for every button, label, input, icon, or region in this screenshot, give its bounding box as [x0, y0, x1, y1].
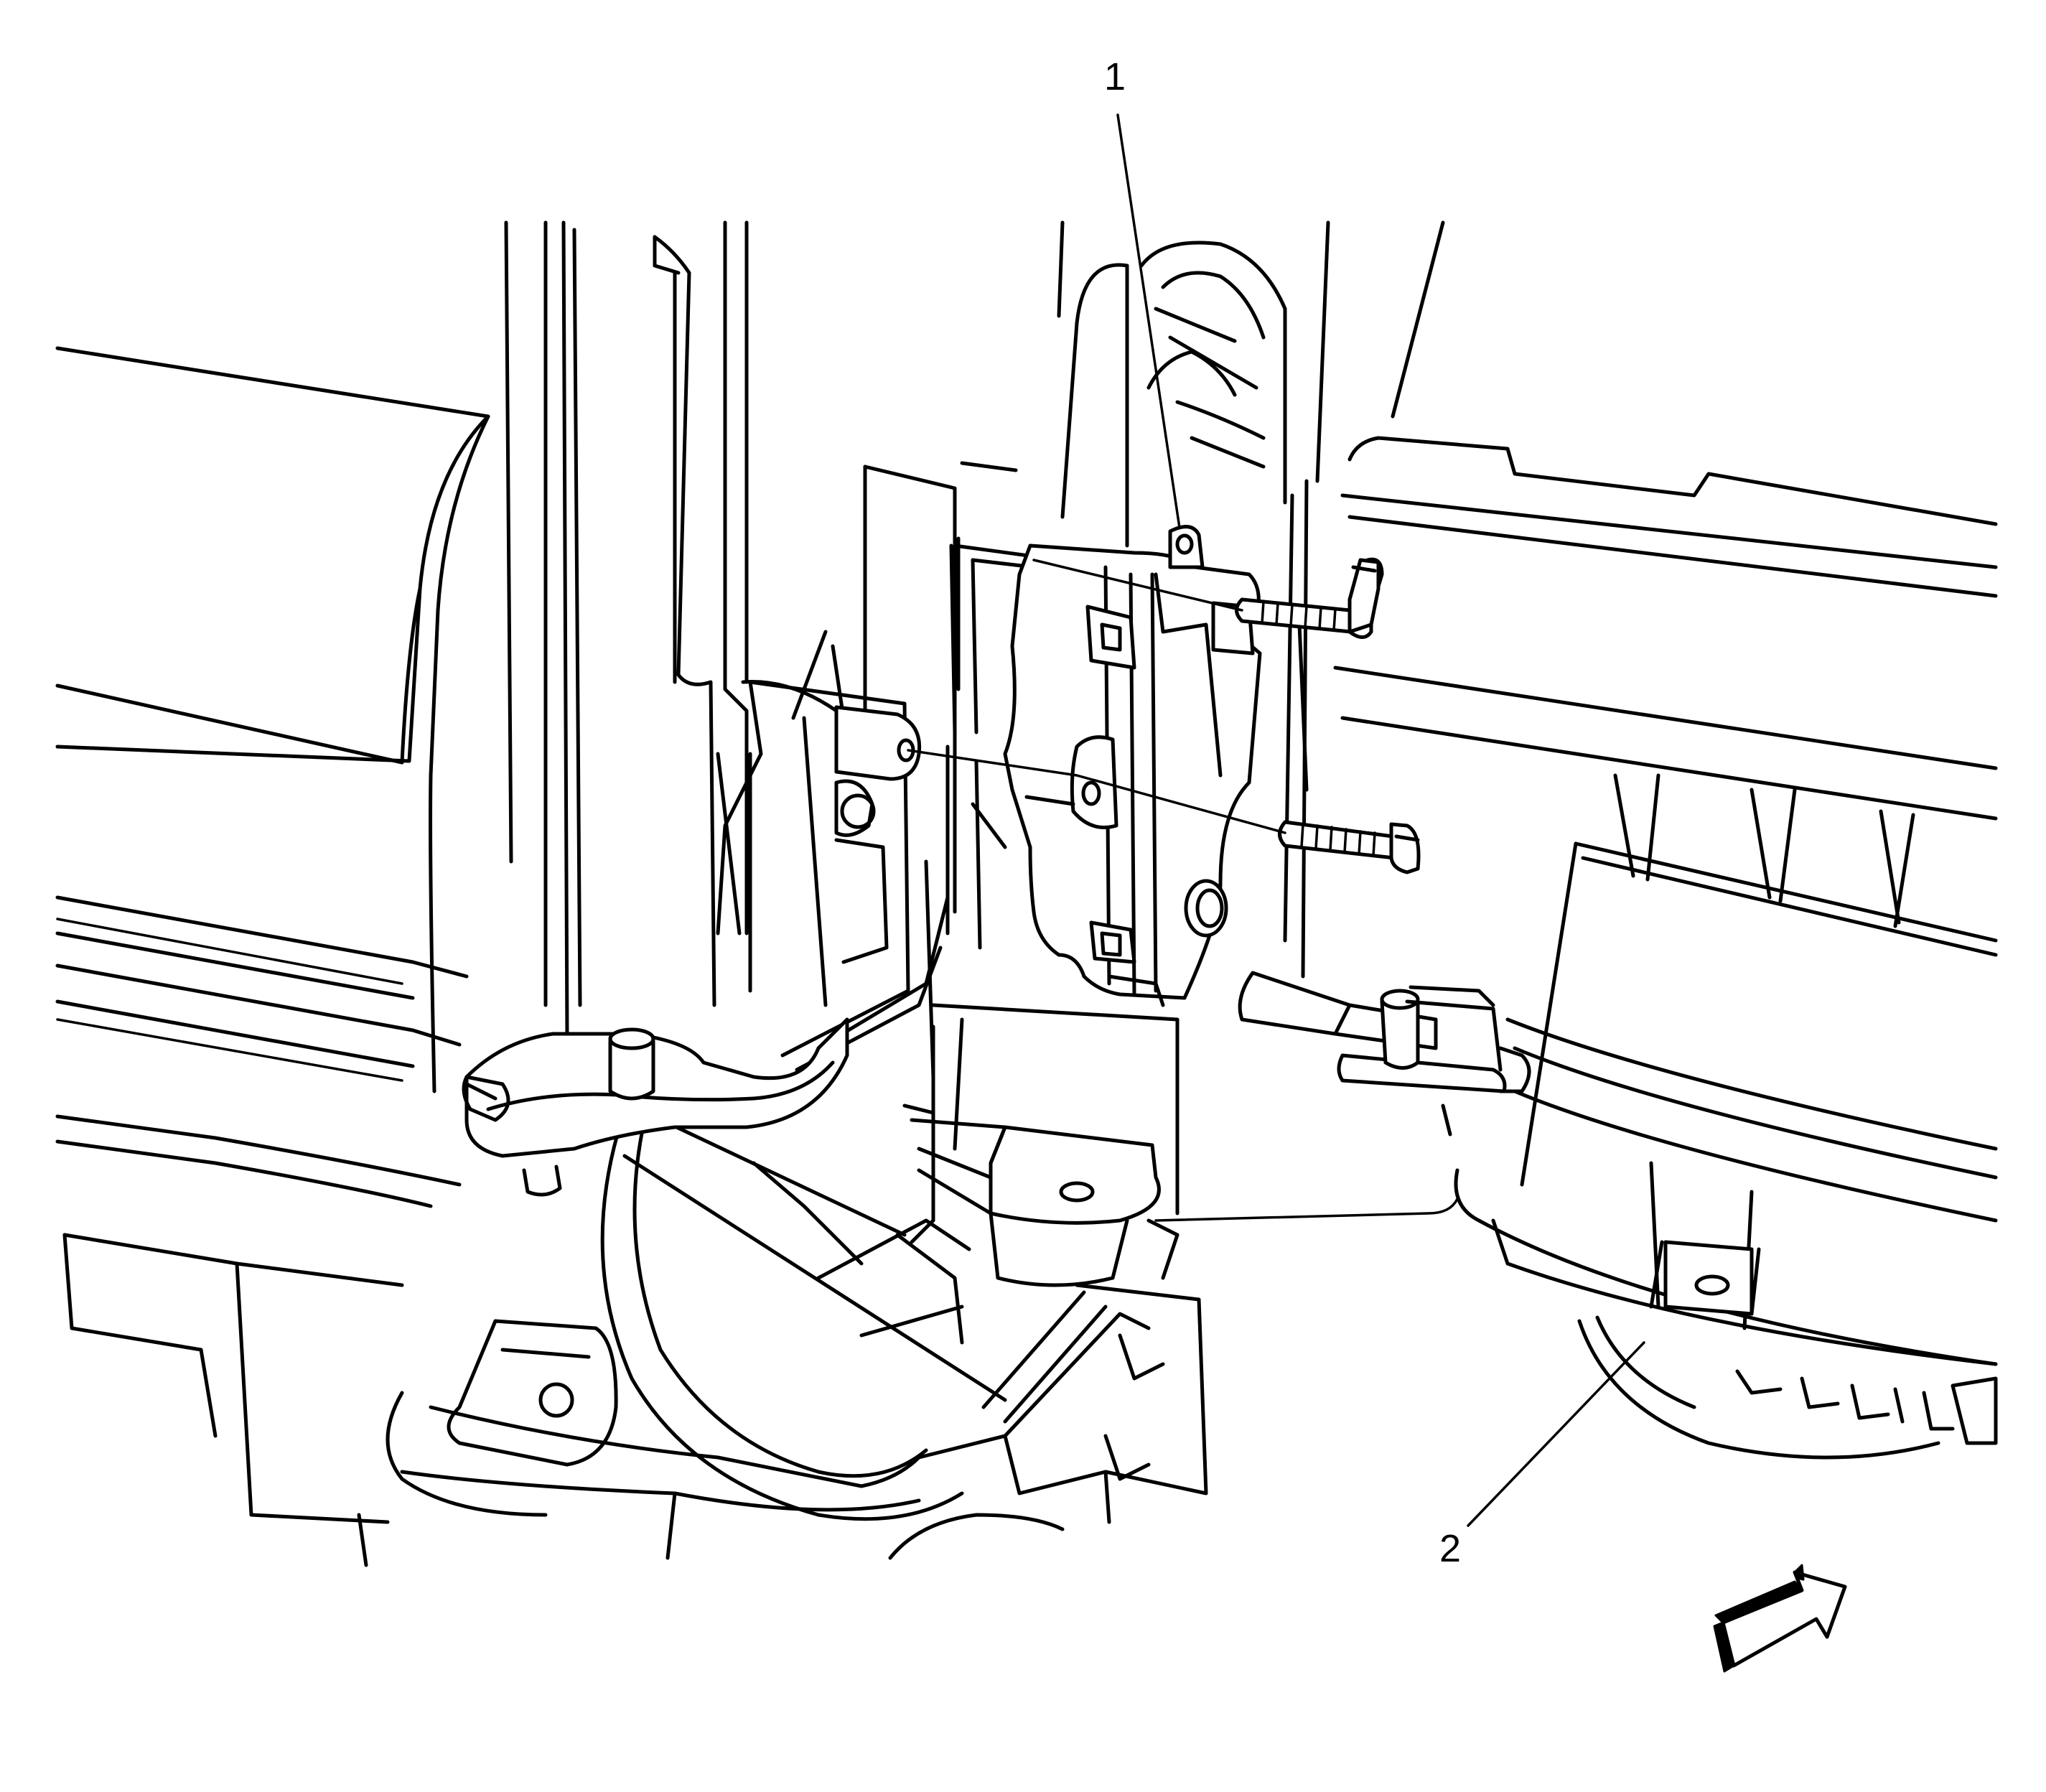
callout-2: 2	[1439, 1527, 1461, 1570]
upper-bolt	[1235, 557, 1384, 639]
actuator	[945, 525, 1309, 1007]
lower-bolt	[1278, 820, 1421, 874]
callout-1-leader	[1116, 113, 1181, 529]
floor-duct	[400, 1025, 1459, 1560]
mounting-strap	[462, 1017, 849, 1197]
blower-housing	[1454, 773, 1998, 1460]
forward-direction-arrow-icon	[1713, 1564, 1847, 1673]
upper-bolt-axis	[1032, 559, 1243, 612]
right-panel-structure	[956, 220, 1998, 979]
callout-2-leader	[1467, 1341, 1645, 1527]
rear-duct	[1057, 220, 1287, 548]
wire-harness-connector	[1238, 971, 1531, 1137]
left-hvac-housing	[55, 346, 618, 1567]
vertical-duct-column	[504, 220, 763, 1043]
lower-bolt-axis	[907, 749, 1286, 834]
callout-1: 1	[1104, 55, 1126, 98]
